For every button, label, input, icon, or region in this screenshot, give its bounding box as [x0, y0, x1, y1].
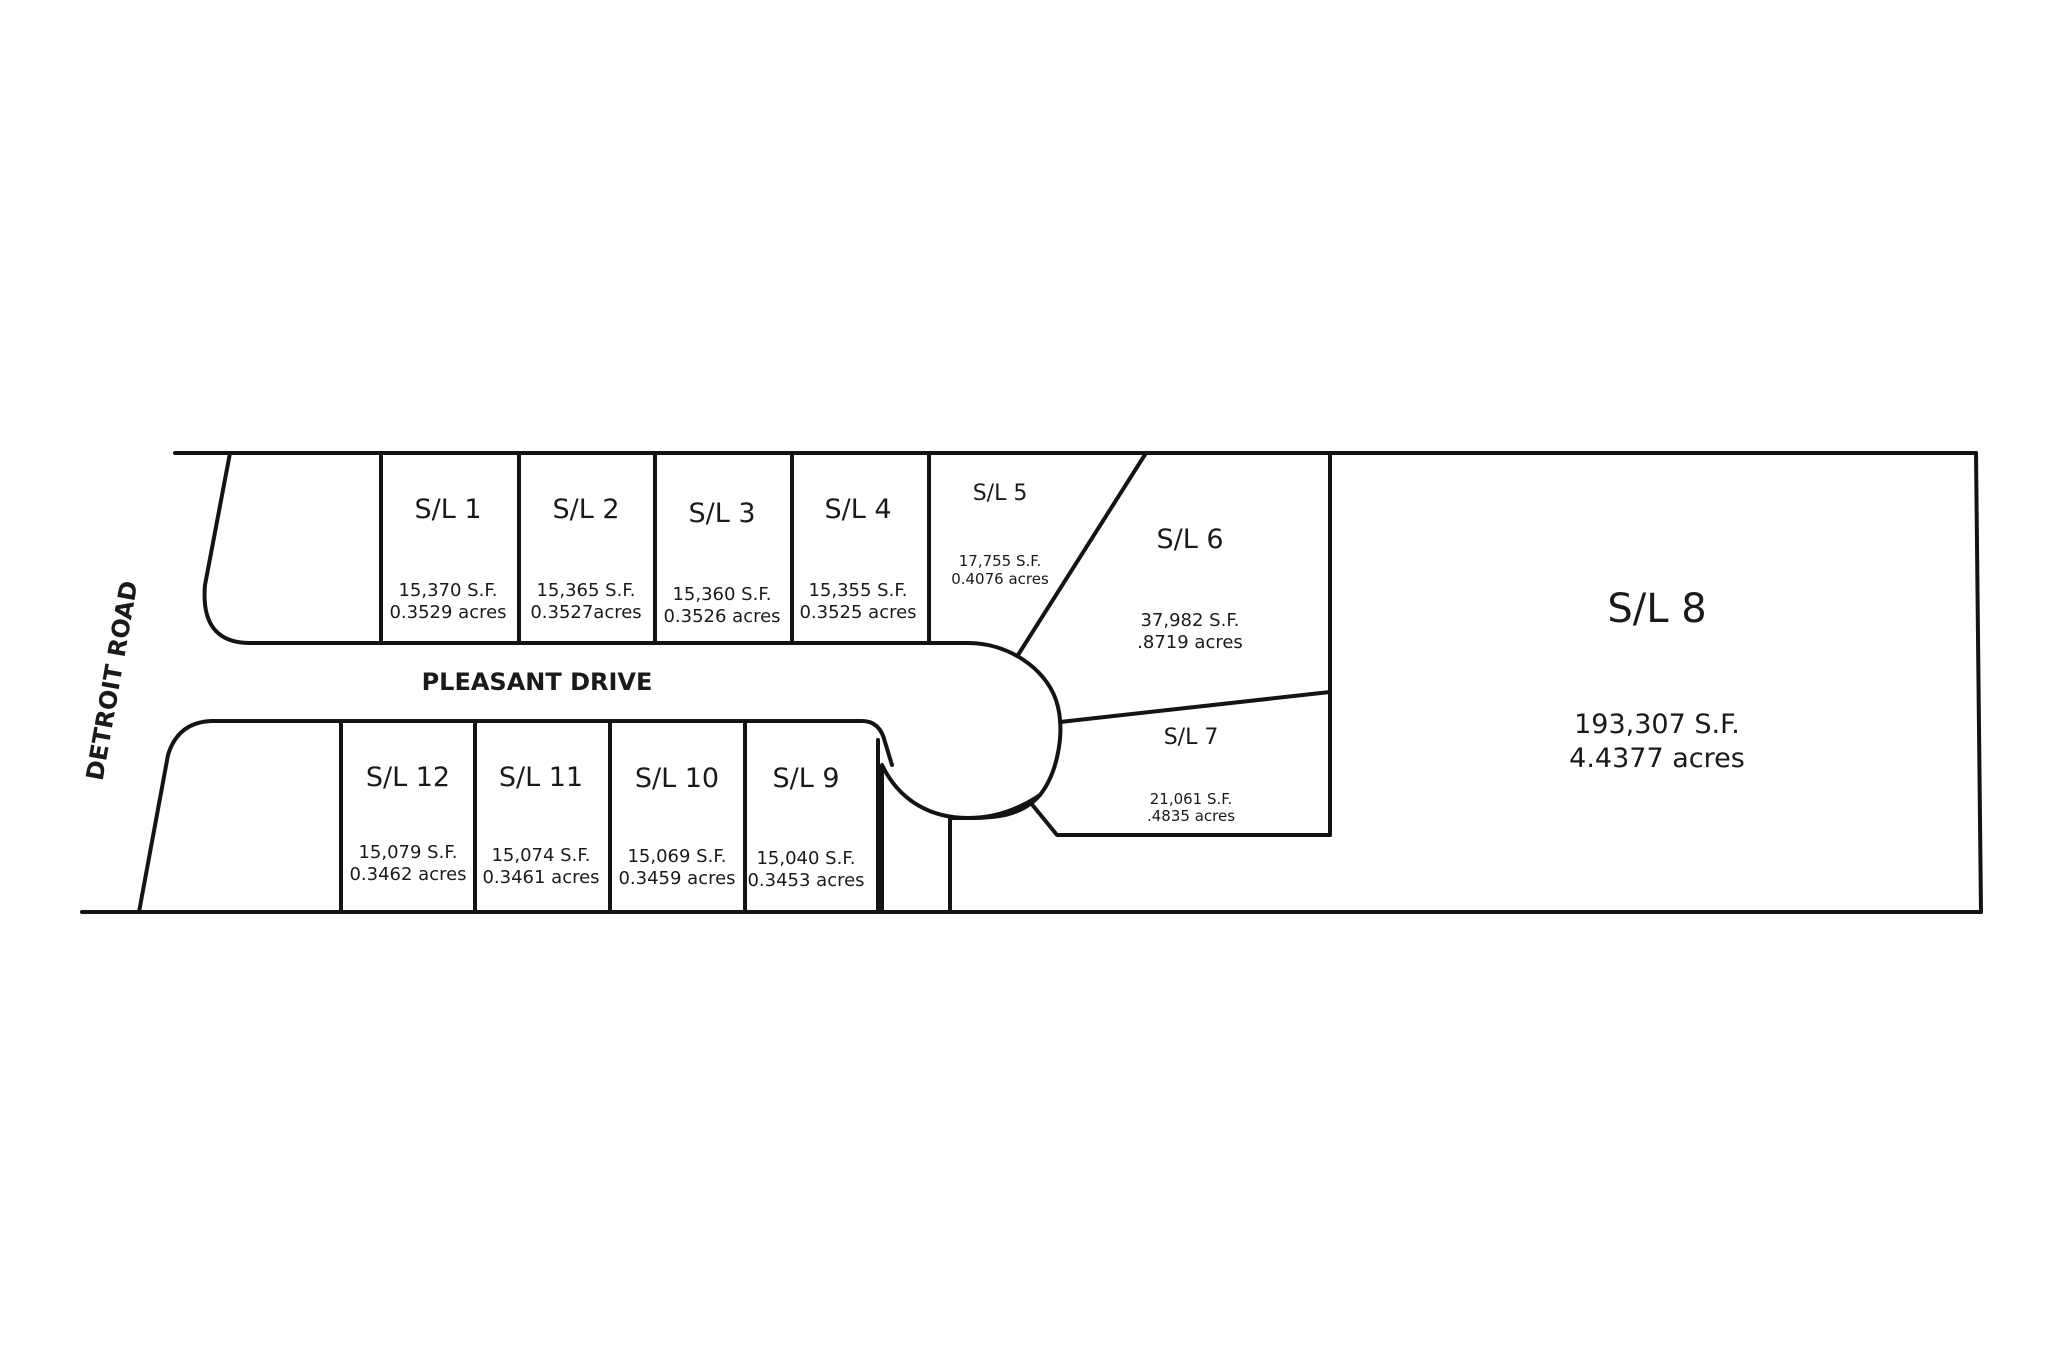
lot-name: S/L 6 — [1156, 524, 1223, 555]
lot-acres: .4835 acres — [1147, 807, 1235, 825]
lot-square-feet: 193,307 S.F. — [1574, 709, 1740, 740]
lot-acres: 0.3525 acres — [799, 602, 916, 623]
lot-sl5: S/L 5 17,755 S.F. 0.4076 acres — [951, 481, 1049, 588]
lot-square-feet: 15,069 S.F. — [627, 846, 726, 867]
lot-acres: 0.3461 acres — [482, 867, 599, 888]
lot-name: S/L 8 — [1607, 586, 1706, 632]
pleasant-drive-north-curb — [202, 451, 1063, 914]
lot-acres: 0.3527acres — [530, 602, 641, 623]
lot-line-6-7 — [1058, 690, 1332, 724]
lot-sl6: S/L 6 37,982 S.F. .8719 acres — [1137, 524, 1243, 653]
lot-acres: 0.3462 acres — [349, 864, 466, 885]
lot-name: S/L 5 — [973, 481, 1028, 506]
lot-square-feet: 15,360 S.F. — [672, 584, 771, 605]
lot-acres: 4.4377 acres — [1569, 743, 1745, 774]
lot-name: S/L 3 — [688, 498, 755, 529]
lot-square-feet: 37,982 S.F. — [1140, 610, 1239, 631]
lot-sl4: S/L 4 15,355 S.F. 0.3525 acres — [799, 494, 916, 623]
lot-line-5-6 — [1016, 451, 1148, 657]
pleasant-drive-label: PLEASANT DRIVE — [422, 668, 653, 696]
lot-name: S/L 1 — [414, 494, 481, 525]
lot-acres: .8719 acres — [1137, 632, 1243, 653]
lot-sl9: S/L 9 15,040 S.F. 0.3453 acres — [747, 763, 864, 891]
lot-name: S/L 11 — [499, 762, 583, 793]
lot-acres: 0.3459 acres — [618, 868, 735, 889]
plat-linework — [80, 451, 1983, 914]
pleasant-drive-south-curb — [137, 719, 894, 914]
lot-square-feet: 15,365 S.F. — [536, 580, 635, 601]
lot-square-feet: 15,079 S.F. — [358, 842, 457, 863]
lot-acres: 0.4076 acres — [951, 570, 1049, 588]
lot-square-feet: 15,370 S.F. — [398, 580, 497, 601]
detroit-road-label: DETROIT ROAD — [81, 579, 144, 783]
lot-name: S/L 4 — [824, 494, 891, 525]
lot-acres: 0.3526 acres — [663, 606, 780, 627]
lot-sl11: S/L 11 15,074 S.F. 0.3461 acres — [482, 762, 599, 888]
lot-square-feet: 21,061 S.F. — [1150, 790, 1233, 808]
lot-sl7: S/L 7 21,061 S.F. .4835 acres — [1147, 725, 1235, 825]
lot-sl1: S/L 1 15,370 S.F. 0.3529 acres — [389, 494, 506, 623]
lot-square-feet: 15,355 S.F. — [808, 580, 907, 601]
lot-name: S/L 7 — [1164, 725, 1219, 750]
lot-line-7-south — [1028, 800, 1332, 837]
lot-name: S/L 2 — [552, 494, 619, 525]
lot-square-feet: 15,074 S.F. — [491, 845, 590, 866]
lot-square-feet: 15,040 S.F. — [756, 848, 855, 869]
lot-acres: 0.3529 acres — [389, 602, 506, 623]
lot-sl2: S/L 2 15,365 S.F. 0.3527acres — [530, 494, 641, 623]
lot-sl3: S/L 3 15,360 S.F. 0.3526 acres — [663, 498, 780, 627]
cul-de-sac-south-edge — [948, 793, 1042, 914]
lot-sl10: S/L 10 15,069 S.F. 0.3459 acres — [618, 763, 735, 889]
lot-name: S/L 10 — [635, 763, 719, 794]
lot-sl8: S/L 8 193,307 S.F. 4.4377 acres — [1569, 586, 1745, 774]
lot-square-feet: 17,755 S.F. — [959, 552, 1042, 570]
lot-name: S/L 9 — [772, 763, 839, 794]
lot-name: S/L 12 — [366, 762, 450, 793]
lot-sl12: S/L 12 15,079 S.F. 0.3462 acres — [349, 762, 466, 885]
east-boundary-line — [1974, 451, 1983, 914]
lot-acres: 0.3453 acres — [747, 870, 864, 891]
